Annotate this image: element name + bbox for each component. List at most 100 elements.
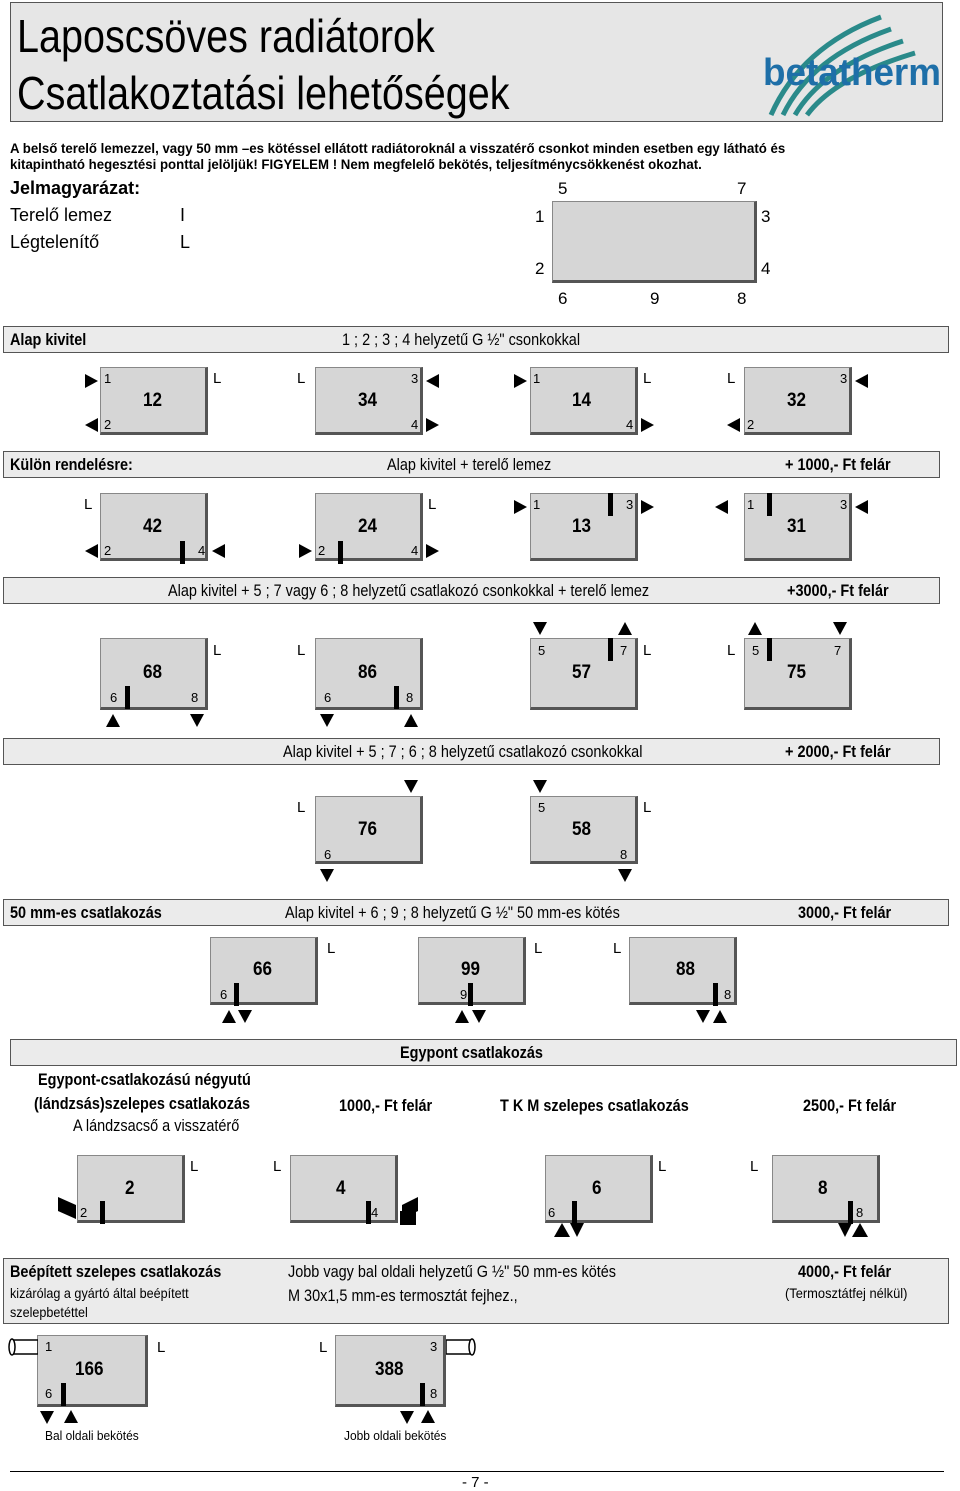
outlet-arrow [696,1010,710,1023]
radiator-66 [210,937,318,1005]
vent-mark: L [319,1339,328,1356]
outlet-arrow [727,418,740,432]
radiator-sp-4 [290,1155,398,1223]
outlet-arrow [618,622,632,635]
pos-8: 8 [191,690,199,705]
code-42: 42 [143,516,163,537]
builtin-valve-note: (Termosztátfej nélkül) [785,1285,908,1301]
outlet-arrow [238,1010,252,1023]
left-connection-caption: Bal oldali bekötés [45,1428,139,1443]
baffle-plate [848,1201,853,1224]
pos-6: 6 [220,987,228,1002]
inlet-arrow [514,500,527,514]
intro-line-1: A belső terelő lemezzel, vagy 50 mm –es … [10,141,786,156]
outlet-arrow [426,544,439,558]
builtin-valve-desc-1: Jobb vagy bal oldali helyzetű G ½" 50 mm… [288,1262,617,1281]
inlet-arrow [833,622,847,635]
baffle-plate [180,541,185,564]
section-special-price: + 1000,- Ft felár [785,455,891,474]
legend-pos-1: 1 [535,207,545,226]
code-12: 12 [143,390,163,411]
outlet-arrow [212,544,225,558]
radiator-34 [315,367,423,435]
inlet-arrow [533,780,547,793]
pos-5: 5 [538,800,546,815]
pos-2: 2 [80,1205,88,1220]
pos-4: 4 [371,1205,379,1220]
legend-pos-5: 5 [558,179,568,198]
radiator-24 [315,493,423,561]
legend-pos-6: 6 [558,289,568,308]
outlet-arrow [320,869,334,882]
outlet-arrow [472,1010,486,1023]
pos-6: 6 [110,690,118,705]
code-75: 75 [787,662,807,683]
section-50mm-desc: Alap kivitel + 6 ; 9 ; 8 helyzetű G ½" 5… [285,903,620,922]
section-basic-label: Alap kivitel [10,330,87,349]
builtin-valve-desc-2: M 30x1,5 mm-es termosztát fejhez., [288,1286,518,1305]
vent-mark: L [84,496,93,513]
legend-pos-2: 2 [535,259,545,278]
code-14: 14 [572,390,592,411]
pos-3: 3 [411,371,419,386]
baffle-plate [608,638,613,661]
inlet-arrow [426,374,439,388]
baffle-plate [767,493,772,516]
radiator-58 [530,796,638,864]
code-166: 166 [75,1359,104,1380]
section-diagonal-price: + 2000,- Ft felár [785,742,891,761]
inlet-arrow [533,622,547,635]
radiator-sp-8 [772,1155,880,1223]
builtin-valve-sub-1: kizárólag a gyártó által beépített [10,1285,189,1301]
inlet-arrow [421,1410,435,1423]
legend-baffle-symbol: I [180,205,186,225]
legend-pos-4: 4 [761,259,771,278]
baffle-plate [100,1201,105,1224]
pos-4: 4 [411,543,419,558]
radiator-166 [37,1335,148,1407]
single-point-desc-2: (lándzsás)szelepes csatlakozás [34,1094,251,1113]
inlet-arrow [455,1010,469,1023]
code-76: 76 [358,819,378,840]
inlet-arrow [514,374,527,388]
vent-mark: L [297,642,306,659]
inlet-arrow [404,714,418,727]
vent-mark: L [327,940,336,957]
outlet-arrow [190,714,204,727]
inlet-arrow [85,374,98,388]
legend-title: Jelmagyarázat: [10,178,141,198]
inlet-arrow [404,780,418,793]
pos-1: 1 [533,497,541,512]
radiator-32 [744,367,852,435]
right-connection-caption: Jobb oldali bekötés [344,1428,447,1443]
header-banner: Laposcsöves radiátorok Csatlakoztatási l… [10,2,943,122]
pos-8: 8 [406,690,414,705]
code-388: 388 [375,1359,404,1380]
legend-vent-label: Légtelenítő [10,232,100,252]
valve-connector-icon [838,1223,868,1237]
pos-8: 8 [856,1205,864,1220]
pos-4: 4 [411,417,419,432]
section-top-bottom-desc: Alap kivitel + 5 ; 7 vagy 6 ; 8 helyzetű… [168,581,650,600]
pos-2: 2 [318,543,326,558]
code-24: 24 [358,516,378,537]
section-special-band [3,451,940,478]
section-50mm-label: 50 mm-es csatlakozás [10,903,162,922]
legend-position-diagram [552,201,757,283]
legend-pos-3: 3 [761,207,771,226]
radiator-88 [629,937,737,1005]
baffle-plate [338,541,343,564]
radiator-12 [100,367,208,435]
code-4: 4 [336,1178,346,1199]
pos-8: 8 [430,1386,438,1401]
vent-mark: L [428,496,437,513]
section-basic-desc: 1 ; 2 ; 3 ; 4 helyzetű G ½" csonkokkal [342,330,581,349]
code-88: 88 [676,959,696,980]
single-point-desc-1: Egypont-csatlakozású négyutú [38,1070,251,1089]
page-title-line2: Csatlakoztatási lehetőségek [17,67,510,119]
thermostat-valve-icon [8,1338,38,1356]
section-diagonal-desc: Alap kivitel + 5 ; 7 ; 6 ; 8 helyzetű cs… [283,742,643,761]
page-title-line1: Laposcsöves radiátorok [17,10,435,62]
vent-mark: L [643,799,652,816]
section-single-point-title: Egypont csatlakozás [400,1043,543,1062]
